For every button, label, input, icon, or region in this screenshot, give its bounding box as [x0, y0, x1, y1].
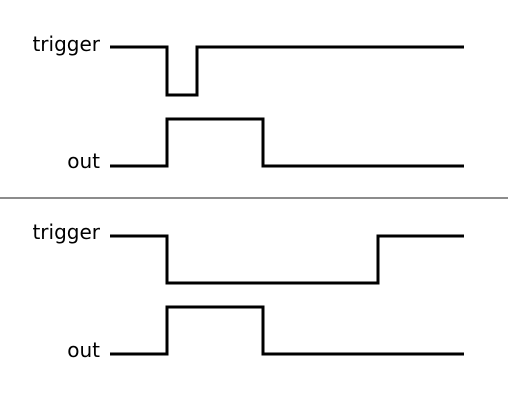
trigger-label-top: trigger	[32, 32, 100, 56]
out-waveform-top	[110, 117, 464, 168]
out-label-top: out	[67, 149, 100, 173]
trigger-waveform-bottom	[110, 234, 464, 285]
out-label-bottom: out	[67, 338, 100, 362]
out-waveform-bottom	[110, 305, 464, 356]
panel-divider	[0, 197, 508, 199]
trigger-waveform-top	[110, 45, 464, 97]
trigger-label-bottom: trigger	[32, 220, 100, 244]
